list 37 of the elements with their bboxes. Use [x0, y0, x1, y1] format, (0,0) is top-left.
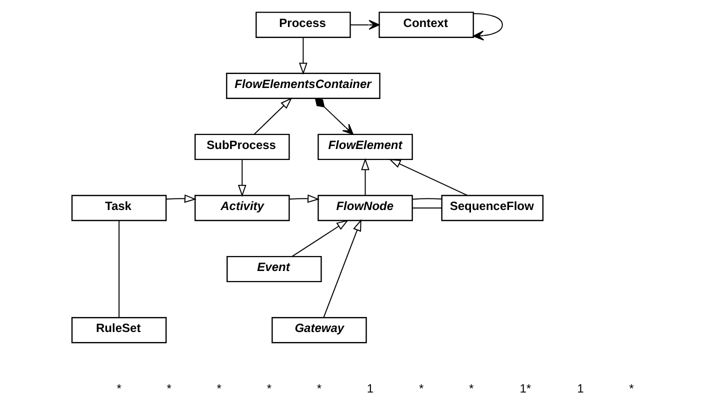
- arrow: [350, 20, 380, 30]
- label: 1: [366, 381, 374, 396]
- connector: [118, 220, 120, 318]
- label: 1*: [520, 381, 532, 396]
- label: 1: [577, 381, 584, 396]
- node-box: FlowElementsContainer: [226, 72, 380, 99]
- label: *: [166, 381, 172, 396]
- arrow: [166, 194, 196, 203]
- arrow: [292, 220, 349, 257]
- arrow: [388, 158, 468, 196]
- node-box: Process: [256, 12, 351, 38]
- node-box: Task: [71, 194, 167, 222]
- label: *: [266, 381, 272, 396]
- node-box: Event: [226, 256, 322, 282]
- node-box: SequenceFlow: [441, 194, 544, 222]
- label: *: [469, 381, 474, 396]
- arrow: [238, 159, 246, 197]
- node-box: RuleSet: [71, 317, 167, 344]
- arrow: [361, 158, 370, 196]
- label: *: [316, 381, 322, 396]
- node-box: SubProcess: [194, 134, 290, 160]
- arrow: [323, 219, 362, 318]
- node-box: FlowNode: [318, 194, 413, 222]
- label: *: [116, 381, 122, 396]
- arrow: [288, 194, 320, 203]
- node-box: Context: [378, 12, 474, 38]
- node-box: Activity: [194, 194, 290, 222]
- node-box: Gateway: [272, 317, 367, 344]
- arrow: [472, 13, 503, 41]
- label: *: [418, 381, 424, 396]
- arrow: [299, 37, 308, 75]
- arrow: [254, 98, 292, 135]
- node-box: FlowElement: [318, 134, 413, 160]
- label: *: [629, 381, 634, 396]
- arrow: [314, 98, 354, 135]
- connector: [412, 198, 442, 200]
- label: *: [216, 381, 222, 396]
